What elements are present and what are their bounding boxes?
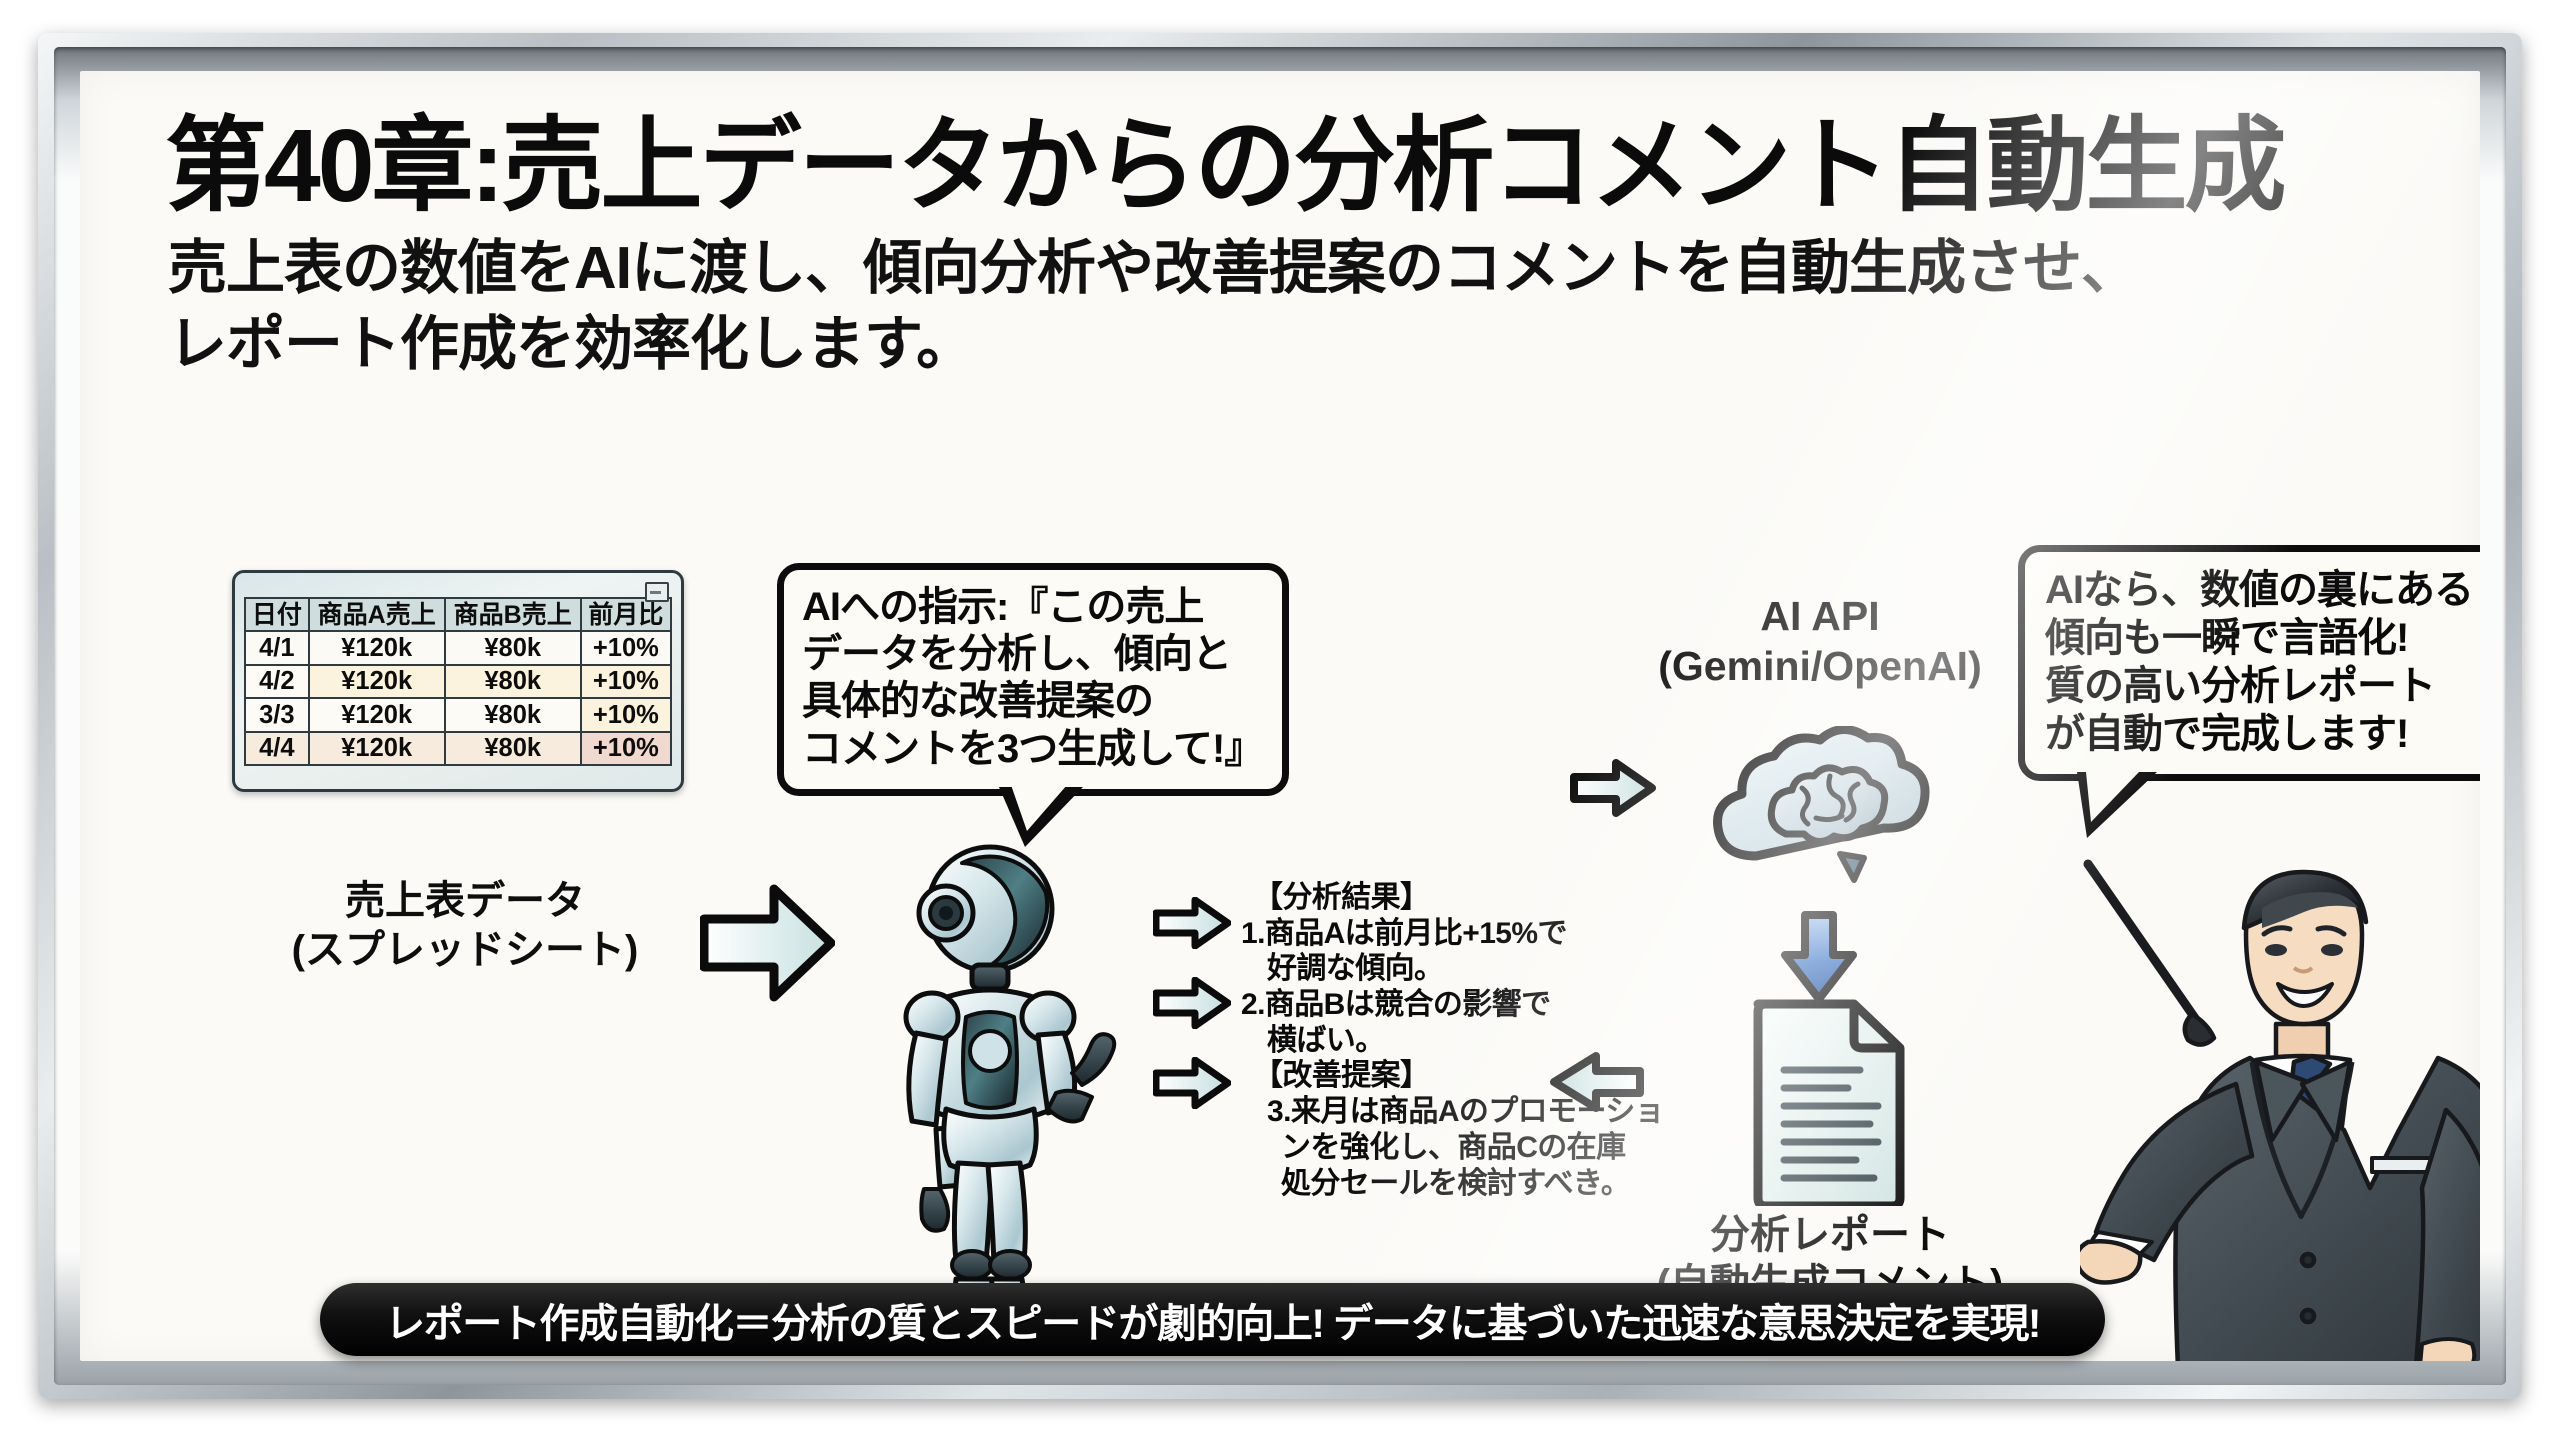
analysis-item-2-line-1: 2.商品Bは競合の影響で	[1241, 988, 1551, 1022]
arrow-out-1	[1153, 897, 1231, 949]
cell-prod-b: ¥80k	[443, 630, 582, 666]
cell-prod-a: ¥120k	[307, 697, 446, 733]
table-row: 4/2 ¥120k ¥80k +10%	[244, 663, 673, 700]
cell-date: 4/1	[244, 630, 310, 666]
table-row: 4/4 ¥120k ¥80k +10%	[244, 730, 673, 767]
expert-line-4: が自動で完成します!	[2045, 712, 2409, 756]
spreadsheet-caption-line-2: (スプレッドシート)	[291, 927, 639, 972]
subtitle-line-2: レポート作成を効率化します。	[168, 310, 975, 377]
ai-api-label-line-2: (Gemini/OpenAI)	[1658, 643, 1982, 690]
report-caption-line-1: 分析レポート	[1710, 1213, 1950, 1257]
sales-table: 日付 商品A売上 商品B売上 前月比 4/1 ¥120k ¥80k +10%	[244, 597, 673, 767]
table-row: 4/1 ¥120k ¥80k +10%	[244, 630, 673, 666]
analysis-item-3-line-3: 処分セールを検討すべき。	[1281, 1166, 1631, 1200]
page-title: 第40章:売上データからの分析コメント自動生成	[165, 108, 2286, 223]
presenter-illustration	[2074, 846, 2480, 1361]
prompt-line-4: コメントを3つ生成して!』	[802, 726, 1264, 771]
col-header-mom: 前月比	[579, 597, 673, 632]
cell-prod-a: ¥120k	[307, 663, 446, 700]
cell-date: 4/4	[244, 730, 310, 767]
col-header-date: 日付	[244, 597, 310, 632]
table-header-row: 日付 商品A売上 商品B売上 前月比	[244, 597, 673, 632]
whiteboard-surface: 第40章:売上データからの分析コメント自動生成 売上表の数値をAIに渡し、傾向分…	[80, 71, 2480, 1361]
spreadsheet-card: 日付 商品A売上 商品B売上 前月比 4/1 ¥120k ¥80k +10%	[232, 570, 684, 792]
prompt-line-1: AIへの指示:『この売上	[802, 585, 1204, 629]
analysis-heading-results: 【分析結果】	[1253, 881, 1430, 914]
ai-api-label-line-1: AI API	[1760, 593, 1880, 639]
ai-brain-cloud-icon	[1698, 725, 1948, 906]
cell-mom: +10%	[579, 663, 673, 700]
analysis-item-3-line-2: ンを強化し、商品Cの在庫	[1281, 1130, 1626, 1164]
table-row: 3/3 ¥120k ¥80k +10%	[244, 697, 673, 733]
analysis-output-text: 【分析結果】 1.商品Aは前月比+15%で 好調な傾向。 2.商品Bは競合の影響…	[1241, 880, 1671, 1201]
cell-date: 4/2	[244, 663, 310, 700]
metal-frame: 第40章:売上データからの分析コメント自動生成 売上表の数値をAIに渡し、傾向分…	[38, 33, 2522, 1399]
cell-prod-a: ¥120k	[307, 730, 446, 767]
analysis-heading-proposals: 【改善提案】	[1253, 1059, 1430, 1093]
analysis-report-document-icon	[1748, 996, 1908, 1211]
page-subtitle: 売上表の数値をAIに渡し、傾向分析や改善提案のコメントを自動生成させ、 レポート…	[168, 231, 2448, 382]
analysis-item-2-line-2: 横ばい。	[1267, 1023, 1385, 1057]
subtitle-line-1: 売上表の数値をAIに渡し、傾向分析や改善提案のコメントを自動生成させ、	[168, 235, 2140, 301]
arrow-out-3	[1153, 1057, 1231, 1109]
bottom-banner-text: レポート作成自動化＝分析の質とスピードが劇的向上! データに基づいた迅速な意思決…	[385, 1301, 2041, 1346]
cell-mom: +10%	[579, 730, 673, 767]
cell-prod-b: ¥80k	[443, 697, 582, 733]
spreadsheet-caption-line-1: 売上表データ	[345, 879, 585, 923]
col-header-prod-a: 商品A売上	[307, 597, 446, 632]
prompt-line-2: データを分析し、傾向と	[802, 632, 1232, 677]
expert-line-1: AIなら、数値の裏にある	[2045, 568, 2474, 612]
prompt-speech-bubble: AIへの指示:『この売上 データを分析し、傾向と 具体的な改善提案の コメントを…	[777, 563, 1289, 847]
spreadsheet-caption: 売上表データ (スプレッドシート)	[230, 877, 700, 975]
arrow-brain-to-report	[1777, 911, 1861, 1003]
cell-mom: +10%	[579, 697, 673, 733]
cell-mom: +10%	[579, 630, 673, 666]
bubble-tail	[2077, 772, 2157, 838]
minimize-icon	[645, 582, 669, 602]
arrow-sheet-to-robot	[700, 883, 835, 1003]
analysis-item-1-line-2: 好調な傾向。	[1267, 952, 1444, 986]
cell-prod-a: ¥120k	[307, 630, 446, 666]
ai-robot-illustration	[850, 841, 1130, 1361]
expert-speech-bubble: AIなら、数値の裏にある 傾向も一瞬で言語化! 質の高い分析レポート が自動で完…	[2018, 545, 2480, 838]
expert-line-3: 質の高い分析レポート	[2045, 664, 2436, 708]
col-header-prod-b: 商品B売上	[443, 597, 582, 632]
expert-line-2: 傾向も一瞬で言語化!	[2045, 616, 2409, 660]
analysis-item-1-line-1: 1.商品Aは前月比+15%で	[1241, 916, 1567, 950]
cell-prod-b: ¥80k	[443, 730, 582, 767]
ai-api-label: AI API (Gemini/OpenAI)	[1620, 591, 2020, 691]
arrow-report-to-analysis	[1548, 1051, 1644, 1113]
cell-date: 3/3	[244, 697, 310, 733]
cell-prod-b: ¥80k	[443, 663, 582, 700]
prompt-line-3: 具体的な改善提案の	[802, 679, 1154, 724]
bottom-banner: レポート作成自動化＝分析の質とスピードが劇的向上! データに基づいた迅速な意思決…	[320, 1283, 2105, 1356]
arrow-out-2	[1153, 977, 1231, 1029]
arrow-to-ai-api	[1570, 759, 1656, 817]
frame-bevel: 第40章:売上データからの分析コメント自動生成 売上表の数値をAIに渡し、傾向分…	[54, 47, 2506, 1385]
bubble-tail	[999, 784, 1083, 847]
